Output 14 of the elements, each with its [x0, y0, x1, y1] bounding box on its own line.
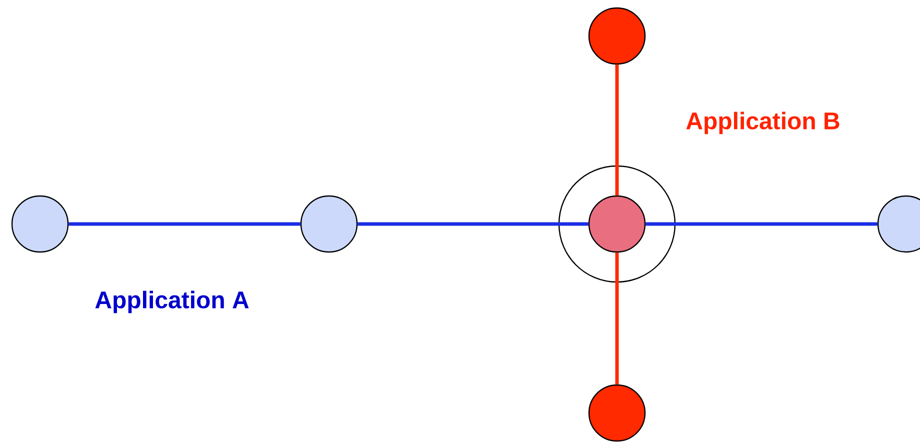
connector-line: [615, 64, 619, 196]
node-circle: [11, 195, 69, 253]
connector-line: [615, 252, 619, 384]
node-circle: [588, 7, 646, 65]
application-label: Application B: [686, 112, 840, 134]
node-circle: [588, 384, 646, 442]
connector-line: [68, 222, 300, 226]
ring-circle: [558, 165, 676, 283]
node-circle: [588, 195, 646, 253]
connector-line: [358, 222, 588, 226]
node-circle: [300, 195, 358, 253]
application-label: Application A: [95, 290, 249, 314]
connector-line: [646, 222, 878, 226]
node-circle: [877, 195, 920, 253]
